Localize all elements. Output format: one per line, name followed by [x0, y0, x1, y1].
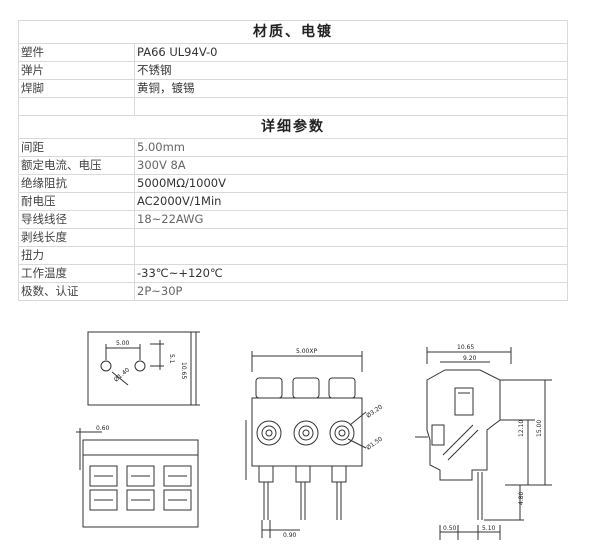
dim-hole: Ø1.40 [113, 366, 131, 383]
top-view-outline [87, 331, 192, 406]
mount-hole-left [100, 360, 112, 372]
dim-4-80: 4.80 [518, 491, 525, 505]
dim-0-50: 0.50 [443, 525, 457, 532]
side-view-outline [426, 369, 501, 481]
dim-10-65: 10.65 [180, 362, 187, 379]
dim-3-20: Ø3.20 [365, 403, 384, 419]
spec-label: 极数、认证 [18, 282, 135, 301]
spec-value: 2P~30P [134, 282, 568, 301]
dim-0-90: 0.90 [283, 532, 297, 539]
dim-pitch: 5.00 [116, 340, 130, 347]
pin-base-1 [258, 465, 274, 483]
wire-port-2 [293, 420, 319, 446]
screw-head-2 [292, 377, 320, 399]
material-title: 材质、电镀 [18, 20, 568, 44]
dim-15-00: 15.00 [536, 420, 543, 437]
screw-head-1 [255, 377, 283, 399]
wire-port-1 [256, 420, 282, 446]
spec-value: AC2000V/1Min [134, 192, 568, 211]
dim-side-10-65: 10.65 [457, 344, 474, 351]
mount-hole-right [134, 360, 146, 372]
dim-1-50: Ø1.50 [365, 435, 384, 451]
dim-12-10: 12.10 [518, 420, 525, 437]
dim-5-00xp: 5.00XP [296, 348, 317, 355]
front-view-body [82, 454, 199, 528]
wire-port-3 [329, 420, 355, 446]
dim-9-20: 9.20 [463, 355, 477, 362]
dim-0-60: 0.60 [96, 425, 110, 432]
pin-base-3 [331, 465, 347, 483]
spec-value: 不锈钢 [134, 61, 568, 80]
dim-5-10: 5.10 [482, 525, 496, 532]
front-view-top [82, 439, 199, 456]
dim-5-1: 5.1 [168, 354, 175, 364]
screw-head-3 [328, 377, 356, 399]
terminal-body [251, 397, 363, 467]
pin-base-2 [295, 465, 311, 483]
